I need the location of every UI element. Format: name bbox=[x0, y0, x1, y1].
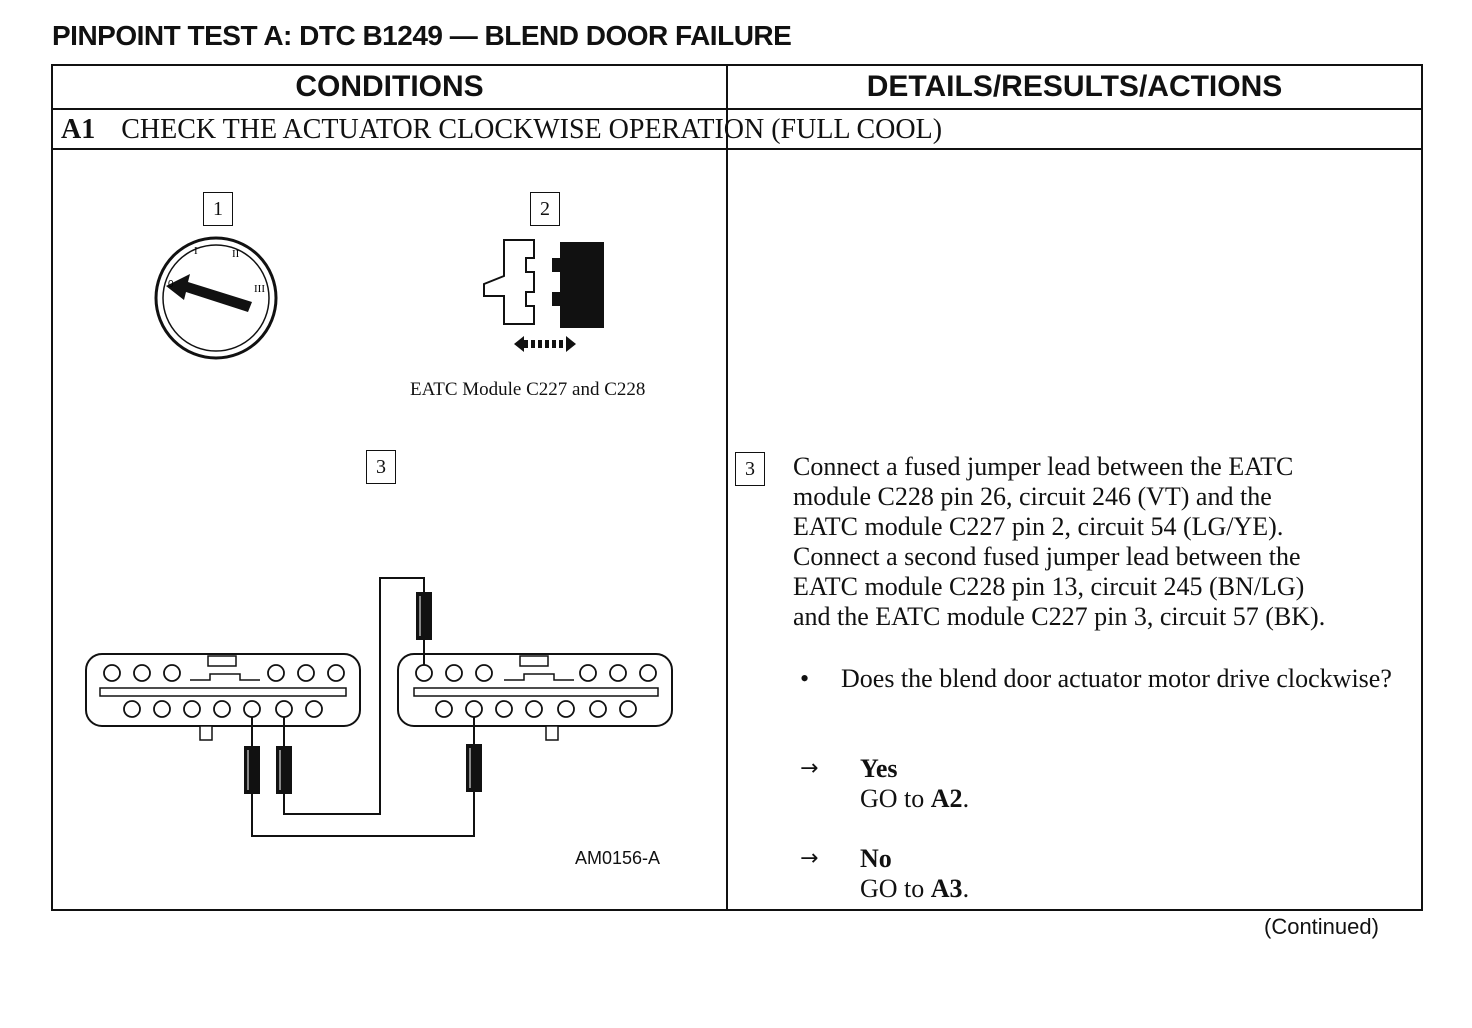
connector-disconnect-icon bbox=[483, 239, 604, 352]
continued-note: (Continued) bbox=[1264, 914, 1379, 939]
header-divider bbox=[53, 108, 1421, 110]
conditions-column-header: CONDITIONS bbox=[295, 70, 484, 103]
instruction-line: EATC module C228 pin 13, circuit 245 (BN… bbox=[793, 572, 1305, 601]
arrow-right-icon: → bbox=[800, 846, 819, 871]
details-column-header: DETAILS/RESULTS/ACTIONS bbox=[866, 70, 1283, 103]
answer-no: No GO to A3. bbox=[860, 844, 969, 904]
instruction-text: Connect a fused jumper lead between the … bbox=[793, 452, 1408, 632]
column-divider bbox=[726, 66, 728, 909]
figure-id: AM0156-A bbox=[575, 848, 661, 868]
test-question: Does the blend door actuator motor drive… bbox=[841, 664, 1392, 693]
instruction-line: Connect a second fused jumper lead betwe… bbox=[793, 542, 1301, 571]
ignition-mark-2: II bbox=[232, 248, 240, 260]
answer-no-suffix: . bbox=[962, 874, 970, 903]
instruction-line: and the EATC module C227 pin 3, circuit … bbox=[793, 602, 1326, 631]
bullet-icon: • bbox=[800, 664, 810, 693]
jumper-wiring-diagram bbox=[85, 577, 673, 837]
step-id: A1 bbox=[61, 114, 96, 145]
answer-no-label: No bbox=[860, 844, 892, 873]
pinpoint-test-table: CONDITIONS DETAILS/RESULTS/ACTIONS A1 CHE… bbox=[51, 64, 1423, 911]
callout-3: 3 bbox=[366, 450, 396, 484]
callout-2: 2 bbox=[530, 192, 560, 226]
page-title: PINPOINT TEST A: DTC B1249 — BLEND DOOR … bbox=[52, 20, 792, 51]
instruction-line: EATC module C227 pin 2, circuit 54 (LG/Y… bbox=[793, 512, 1284, 541]
connector-caption: EATC Module C227 and C228 bbox=[410, 379, 646, 400]
step-divider bbox=[53, 148, 1421, 150]
answer-yes: Yes GO to A2. bbox=[860, 754, 969, 814]
ignition-mark-off: 0 bbox=[168, 279, 174, 290]
step-title: CHECK THE ACTUATOR CLOCKWISE OPERATION (… bbox=[121, 114, 943, 145]
instruction-line: module C228 pin 26, circuit 246 (VT) and… bbox=[793, 482, 1272, 511]
arrow-right-icon: → bbox=[800, 756, 819, 781]
ignition-mark-1: I bbox=[194, 245, 198, 257]
callout-1: 1 bbox=[203, 192, 233, 226]
answer-yes-suffix: . bbox=[962, 784, 970, 813]
answer-no-go-prefix: GO to bbox=[860, 874, 931, 903]
answer-yes-target: A2 bbox=[930, 784, 963, 813]
callout-3-details: 3 bbox=[735, 452, 765, 486]
step-row: A1 CHECK THE ACTUATOR CLOCKWISE OPERATION… bbox=[61, 114, 942, 146]
instruction-line: Connect a fused jumper lead between the … bbox=[793, 452, 1294, 481]
answer-no-target: A3 bbox=[930, 874, 963, 903]
ignition-switch-icon: 0 I II III bbox=[154, 236, 278, 360]
ignition-mark-3: III bbox=[254, 283, 265, 295]
answer-yes-label: Yes bbox=[860, 754, 898, 783]
answer-yes-go-prefix: GO to bbox=[860, 784, 931, 813]
